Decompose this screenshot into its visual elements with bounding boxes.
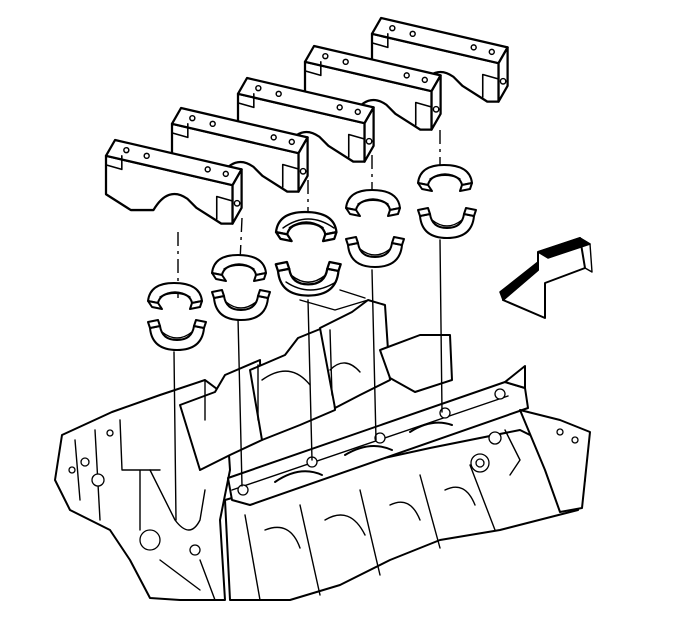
alignment-lines xyxy=(173,130,443,521)
bearing-saddle-2 xyxy=(344,445,393,456)
block-rear-flange xyxy=(519,409,591,513)
upper-bearing-shell-5 xyxy=(417,164,473,192)
upper-bearing-shell-2 xyxy=(211,254,267,282)
block-bulkhead-3 xyxy=(319,299,391,409)
lower-bearing-shell-2 xyxy=(211,289,271,321)
bearing-saddle-3 xyxy=(409,421,453,433)
engine-block xyxy=(54,289,591,601)
lower-bearing-shell-4 xyxy=(345,236,405,268)
lower-bearing-shell-1 xyxy=(147,319,207,351)
bearing-saddle-1 xyxy=(274,470,323,483)
block-skirt xyxy=(224,429,586,601)
lower-bearing-shell-5 xyxy=(417,207,477,239)
block-bulkhead-4 xyxy=(379,334,453,393)
upper-bearing-shell-1 xyxy=(147,282,203,310)
upper-bearing-shell-4 xyxy=(345,189,401,217)
front-direction-arrow-icon xyxy=(499,237,593,319)
